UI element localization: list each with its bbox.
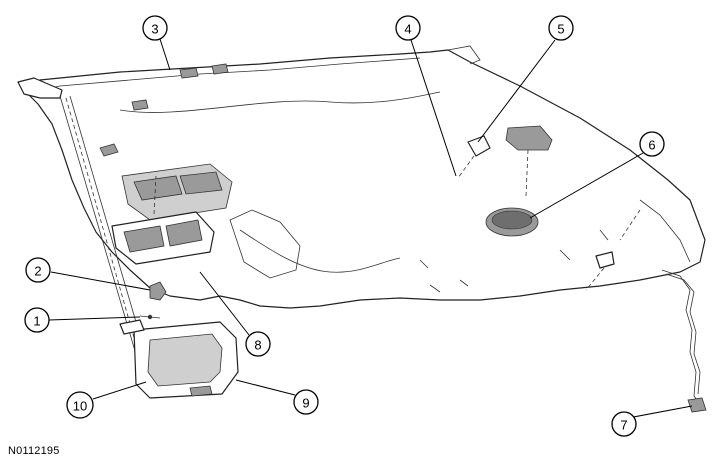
callout-9: 9	[293, 389, 319, 415]
wiring-harness	[661, 269, 707, 413]
callout-7: 7	[611, 411, 637, 437]
screw	[139, 314, 161, 320]
callout-6: 6	[639, 131, 665, 157]
callout-2: 2	[25, 257, 51, 283]
assist-handle-clip	[457, 135, 491, 179]
top-clips	[99, 63, 229, 157]
callout-2-label: 2	[34, 264, 41, 279]
callout-10-label: 10	[73, 399, 87, 414]
callout-5: 5	[548, 15, 574, 41]
sun-visor	[119, 319, 239, 399]
callout-5-label: 5	[557, 22, 564, 37]
callout-1: 1	[24, 307, 50, 333]
dome-lamp	[485, 207, 539, 237]
callout-10: 10	[66, 391, 94, 419]
figure-reference-id: N0112195	[8, 445, 60, 457]
overhead-console	[111, 163, 233, 265]
map-lamp	[505, 125, 553, 197]
rear-clip	[585, 209, 641, 291]
leader-lines	[48, 38, 693, 422]
callout-6-label: 6	[648, 138, 655, 153]
callout-4-label: 4	[404, 22, 411, 37]
callout-4: 4	[395, 15, 421, 41]
sun-visor-clip	[149, 281, 167, 301]
callout-8-label: 8	[254, 338, 261, 353]
callout-7-label: 7	[620, 418, 627, 433]
callout-8: 8	[245, 331, 271, 357]
callout-3-label: 3	[151, 22, 158, 37]
callout-3: 3	[142, 15, 168, 41]
callout-1-label: 1	[33, 314, 40, 329]
callout-9-label: 9	[302, 396, 309, 411]
